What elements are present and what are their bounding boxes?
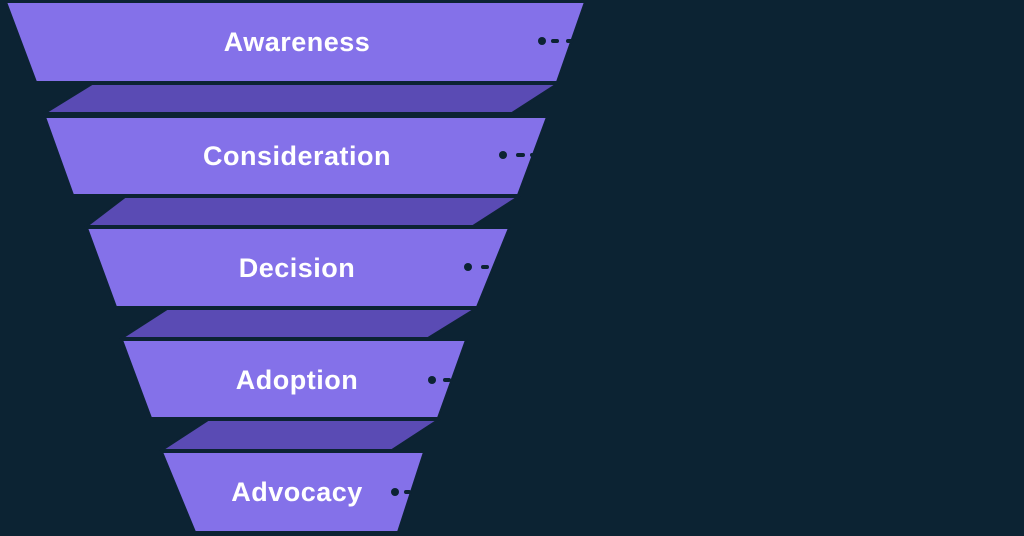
leader-dot <box>391 488 399 496</box>
leader-line-advocacy <box>391 488 411 496</box>
stage-fold-adoption-advocacy <box>158 419 442 451</box>
stage-fold-decision-adoption <box>118 308 479 339</box>
leader-line-consideration <box>499 151 537 159</box>
leader-dash <box>530 153 537 157</box>
stage-shape-advocacy <box>160 451 426 533</box>
funnel-stage-awareness: Awareness <box>4 1 587 83</box>
leader-dash <box>443 378 451 382</box>
leader-line-awareness <box>538 37 574 45</box>
stage-shape-awareness <box>4 1 587 83</box>
leader-dot <box>428 376 436 384</box>
stage-label-consideration: Consideration <box>203 141 391 171</box>
stage-fold-consideration-decision <box>84 196 522 227</box>
stage-shape-adoption <box>120 339 468 419</box>
stage-label-adoption: Adoption <box>236 365 358 395</box>
stage-fold-awareness-consideration <box>41 83 561 114</box>
leader-dash <box>404 490 411 494</box>
stage-label-decision: Decision <box>239 253 356 283</box>
funnel-stage-advocacy: Advocacy <box>160 451 426 533</box>
stage-shape-decision <box>85 227 511 308</box>
leader-line-decision <box>464 263 489 271</box>
leader-dash <box>516 153 525 157</box>
stage-shape-consideration <box>43 116 549 196</box>
leader-dash <box>551 39 559 43</box>
leader-dot <box>538 37 546 45</box>
leader-dash <box>566 39 574 43</box>
leader-dash <box>481 265 489 269</box>
leader-line-adoption <box>428 376 451 384</box>
stage-label-awareness: Awareness <box>224 27 371 57</box>
funnel-stage-decision: Decision <box>85 227 511 308</box>
funnel-stage-consideration: Consideration <box>43 116 549 196</box>
leader-dot <box>499 151 507 159</box>
funnel-stage-adoption: Adoption <box>120 339 468 419</box>
stage-label-advocacy: Advocacy <box>231 477 363 507</box>
leader-dot <box>464 263 472 271</box>
